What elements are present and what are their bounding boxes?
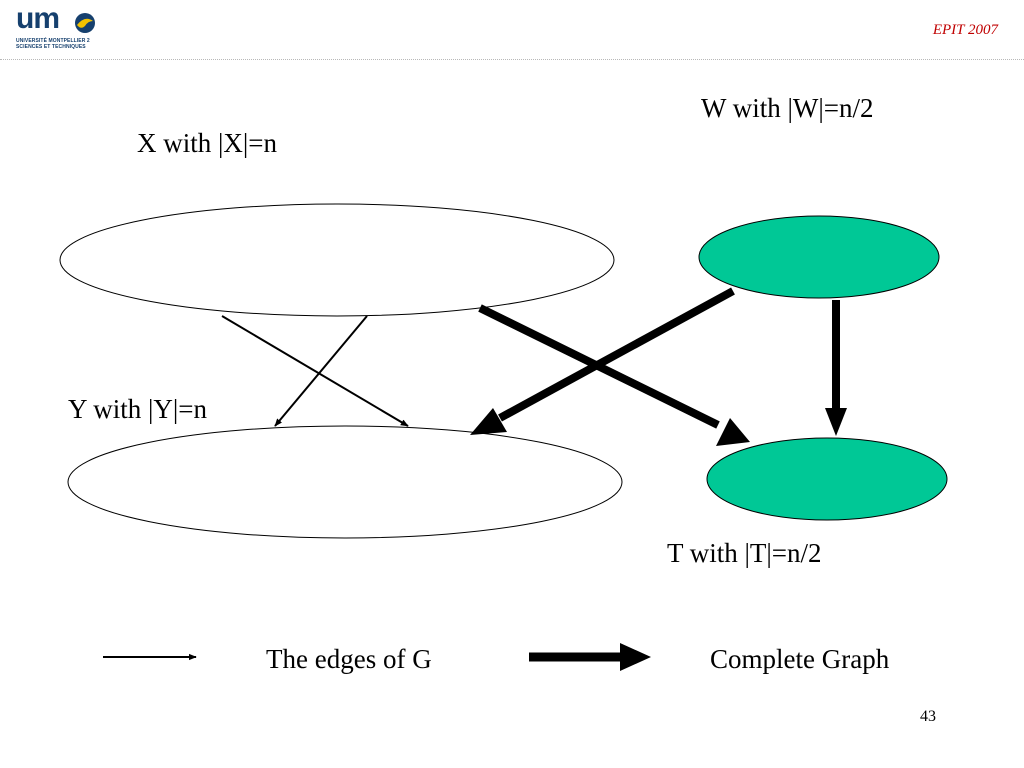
- logo-line-1: UNIVERSITÉ MONTPELLIER 2: [16, 38, 90, 44]
- label-set-w: W with |W|=n/2: [701, 93, 874, 123]
- complete-edge-x-t-arrowhead: [716, 418, 750, 446]
- logo-swirl-icon: [75, 13, 95, 33]
- edge-of-g-1: [221, 315, 409, 427]
- header-divider: [0, 59, 1024, 60]
- university-logo: um UNIVERSITÉ MONTPELLIER 2 SCIENCES ET …: [14, 2, 102, 56]
- complete-edge-w-y: [498, 287, 735, 422]
- set-w-ellipse: [698, 215, 940, 299]
- legend-thick-arrowhead: [620, 643, 651, 671]
- label-set-t: T with |T|=n/2: [667, 538, 822, 568]
- label-set-x: X with |X|=n: [137, 128, 278, 158]
- set-x-ellipse: [59, 203, 615, 317]
- conference-title: EPIT 2007: [932, 22, 998, 38]
- complete-edge-w-t-arrowhead: [825, 408, 847, 436]
- label-set-y: Y with |Y|=n: [68, 394, 208, 424]
- complete-edge-w-y-arrowhead: [470, 408, 507, 435]
- edge-of-g-2: [274, 315, 368, 427]
- legend-thick-label: Complete Graph: [710, 644, 890, 674]
- logo-mark: um: [16, 2, 60, 35]
- logo-subtitle: UNIVERSITÉ MONTPELLIER 2 SCIENCES ET TEC…: [16, 38, 102, 50]
- set-y-ellipse: [67, 425, 623, 539]
- set-t-ellipse: [706, 437, 948, 521]
- legend-thin-label: The edges of G: [266, 644, 432, 674]
- page-number: 43: [920, 708, 936, 725]
- logo-line-2: SCIENCES ET TECHNIQUES: [16, 44, 86, 50]
